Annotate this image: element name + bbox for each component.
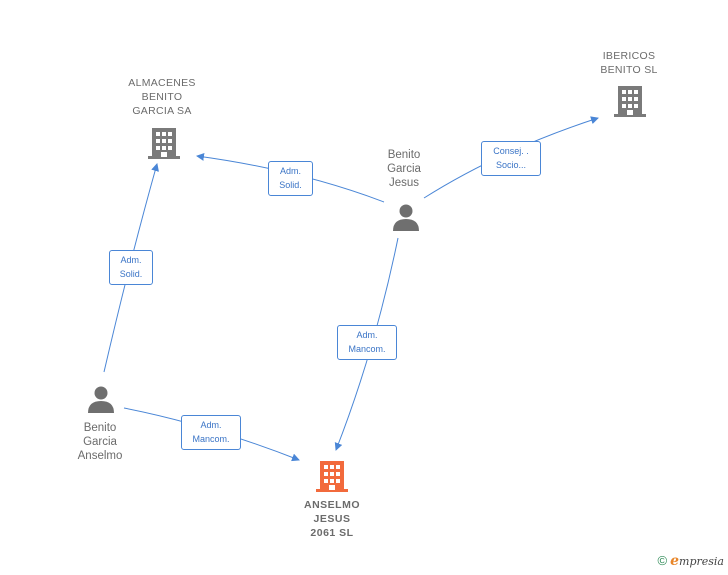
edge-label-adm-mancom[interactable]: Adm. Mancom. <box>181 415 241 450</box>
building-icon[interactable] <box>148 126 180 160</box>
person-label-benito-garcia-jesus[interactable]: Benito Garcia Jesus <box>387 149 421 189</box>
company-label-anselmo-jesus-2061[interactable]: ANSELMO JESUS 2061 SL <box>304 499 360 539</box>
edge-label-consejero-socio[interactable]: Consej. . Socio... <box>481 141 541 176</box>
person-label-benito-garcia-anselmo[interactable]: Benito Garcia Anselmo <box>77 422 123 462</box>
person-icon[interactable] <box>86 384 116 414</box>
edge-label-adm-solid[interactable]: Adm. Solid. <box>109 250 153 285</box>
person-icon[interactable] <box>391 202 421 232</box>
empresia-watermark: ©empresia <box>658 553 724 569</box>
edge-label-adm-mancom[interactable]: Adm. Mancom. <box>337 325 397 360</box>
company-label-ibericos[interactable]: IBERICOS BENITO SL <box>600 50 658 76</box>
empresia-logo: empresia <box>670 553 724 569</box>
building-icon[interactable] <box>614 84 646 118</box>
company-label-almacenes[interactable]: ALMACENES BENITO GARCIA SA <box>128 77 196 117</box>
edge-label-adm-solid[interactable]: Adm. Solid. <box>268 161 313 196</box>
building-focus-icon[interactable] <box>316 459 348 493</box>
copyright-icon: © <box>657 553 668 568</box>
